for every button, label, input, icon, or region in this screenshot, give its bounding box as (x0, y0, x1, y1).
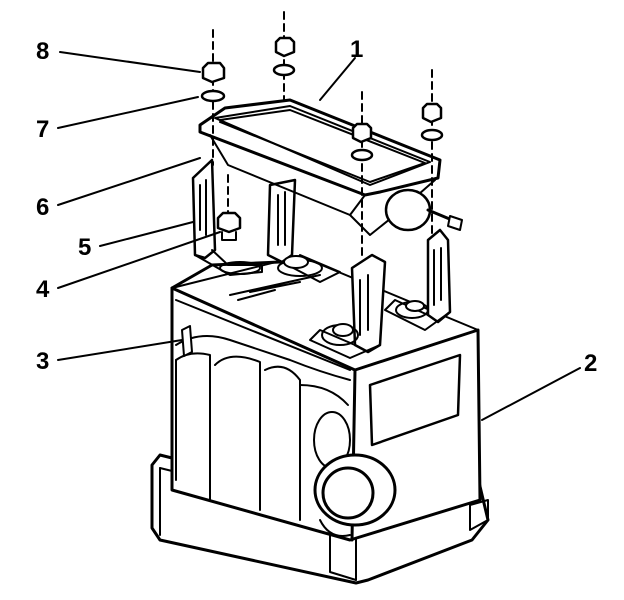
bolt-4 (216, 211, 242, 241)
callout-8: 8 (36, 38, 50, 65)
clip-3 (181, 325, 193, 357)
nut-and-washer-left (200, 61, 226, 103)
front-right-bracket (309, 253, 387, 359)
callout-2: 2 (584, 350, 598, 377)
callout-5: 5 (78, 234, 92, 261)
nut-and-washer-rear (420, 102, 444, 142)
center-bracket (266, 178, 341, 283)
nut-and-washer-center (272, 36, 296, 77)
leader-lines (57, 51, 581, 421)
left-bracket (191, 158, 263, 276)
battery-cover (198, 98, 463, 236)
rear-right-bracket (384, 228, 452, 331)
callout-1: 1 (350, 36, 364, 63)
callout-7: 7 (36, 116, 50, 143)
callout-6: 6 (36, 194, 50, 221)
battery-body (170, 255, 482, 542)
nut-and-washer-front (350, 122, 374, 162)
callout-4: 4 (36, 276, 50, 303)
callout-3: 3 (36, 348, 50, 375)
